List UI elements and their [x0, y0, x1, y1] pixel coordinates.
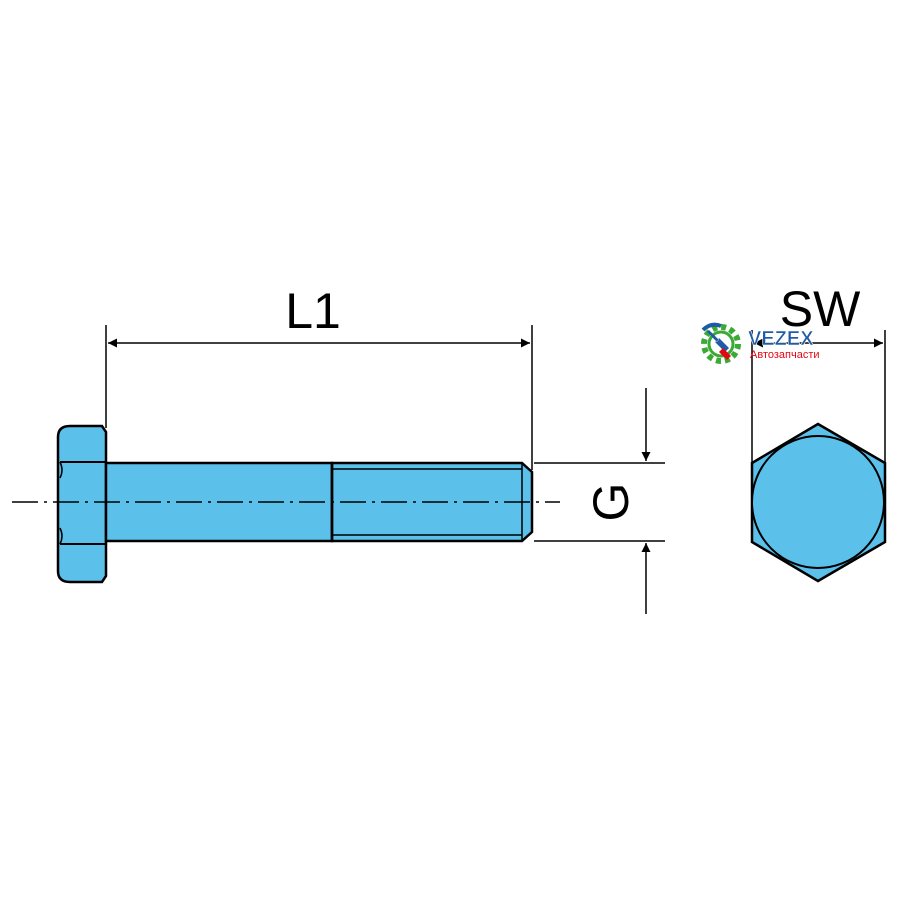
- watermark-tagline: Автозапчасти: [750, 349, 820, 361]
- gear-logo-icon: [701, 322, 741, 364]
- head-facet-curve-top: [59, 461, 63, 479]
- vezex-watermark: VEZEX Автозапчасти: [701, 322, 820, 364]
- length-dimension: L1: [105, 283, 533, 470]
- length-label: L1: [285, 283, 341, 339]
- watermark-brand: VEZEX: [748, 328, 814, 350]
- thread-label: G: [583, 483, 639, 522]
- bolt-head: [56, 424, 108, 584]
- sw-label: SW: [780, 281, 861, 337]
- head-facet-curve-bottom: [59, 527, 63, 545]
- hex-bearing-circle: [751, 435, 885, 569]
- thread-dimension: G: [534, 388, 665, 614]
- bolt-end-view: SW: [750, 281, 887, 583]
- bolt-side-view: [12, 424, 560, 584]
